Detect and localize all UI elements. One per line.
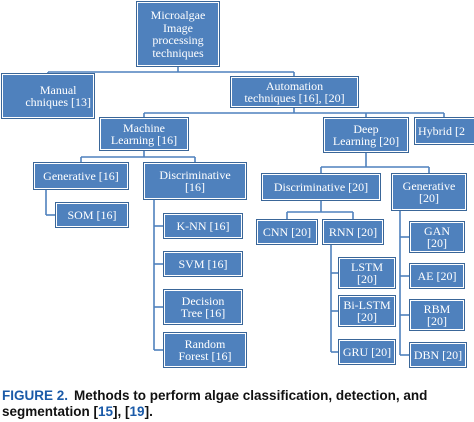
node-dbn: DBN [20] <box>409 342 467 368</box>
node-ae: AE [20] <box>409 263 465 289</box>
node-decision-tree: Decision Tree [16] <box>163 289 243 325</box>
node-ml-discriminative: Discriminative [16] <box>143 162 247 200</box>
node-root: Microalgae Image processing techniques <box>136 1 220 67</box>
node-rbm: RBM [20] <box>409 299 465 331</box>
node-cnn: CNN [20] <box>256 219 318 245</box>
citation-link-15[interactable]: 15 <box>98 404 114 419</box>
citation-link-19[interactable]: 19 <box>129 404 145 419</box>
node-deep-learning: Deep Learning [20] <box>323 117 409 153</box>
node-som: SOM [16] <box>55 202 129 228</box>
node-machine-learning: Machine Learning [16] <box>99 117 189 151</box>
node-dl-generative: Generative [20] <box>391 173 467 211</box>
node-manual: Manual chniques [13] <box>1 73 95 119</box>
node-svm: SVM [16] <box>163 251 243 277</box>
caption-line-2-start: segmentation [ <box>2 404 99 419</box>
caption-line-1: Methods to perform algae classification,… <box>74 388 428 403</box>
node-bilstm: Bi-LSTM [20] <box>338 295 396 327</box>
node-rnn: RNN [20] <box>322 219 384 245</box>
caption-line-2-mid: ], [ <box>113 404 130 419</box>
caption-line-2-end: ]. <box>144 404 153 419</box>
node-gru: GRU [20] <box>338 339 396 365</box>
node-knn: K-NN [16] <box>163 213 243 239</box>
node-automation: Automation techniques [16], [20] <box>230 76 359 108</box>
node-lstm: LSTM [20] <box>338 257 396 289</box>
figure-caption: FIGURE 2. Methods to perform algae classi… <box>2 388 474 420</box>
figure-label: FIGURE 2. <box>2 388 69 403</box>
node-random-forest: Random Forest [16] <box>163 332 247 368</box>
node-gan: GAN [20] <box>409 221 465 253</box>
node-ml-generative: Generative [16] <box>33 162 129 190</box>
node-dl-discriminative: Discriminative [20] <box>261 173 381 201</box>
node-hybrid: Hybrid [2 <box>414 117 474 145</box>
